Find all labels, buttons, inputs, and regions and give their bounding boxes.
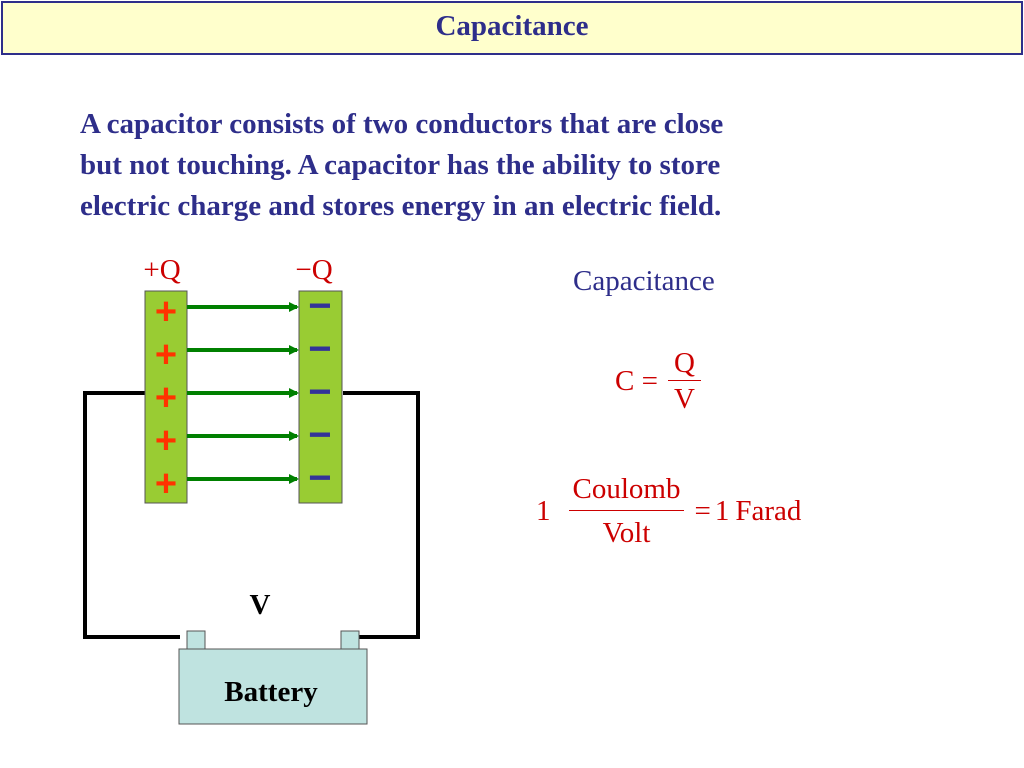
title-bar: Capacitance [1, 1, 1023, 55]
battery-terminal-right [340, 630, 360, 650]
slide-title: Capacitance [435, 9, 589, 42]
circuit-wire-left [83, 391, 180, 639]
positive-charge-sign: + [155, 463, 177, 505]
negative-plate-label: −Q [295, 254, 332, 286]
intro-paragraph: A capacitor consists of two conductors t… [80, 104, 860, 227]
formula-lhs: C = [615, 365, 658, 397]
intro-line: but not touching. A capacitor has the ab… [80, 149, 721, 181]
negative-charge-sign: − [308, 327, 331, 371]
formula-numerator: Q [673, 347, 695, 379]
battery-terminal-left [186, 630, 206, 650]
capacitance-heading: Capacitance [573, 265, 715, 297]
negative-charge-sign: − [308, 413, 331, 457]
intro-line: A capacitor consists of two conductors t… [80, 108, 724, 140]
positive-charge-sign: + [155, 377, 177, 419]
positive-plate [144, 290, 188, 504]
capacitance-formula: C = Q V [615, 346, 701, 417]
battery-label: Battery [224, 676, 318, 708]
negative-charge-sign: − [308, 284, 331, 328]
formula-denominator: V [673, 383, 695, 415]
positive-charge-sign: + [155, 334, 177, 376]
unit-rhs-value: 1 [714, 495, 730, 527]
negative-plate [298, 290, 343, 504]
unit-equals: = [694, 495, 711, 527]
fraction-bar [667, 380, 701, 381]
unit-coefficient: 1 [536, 495, 551, 527]
unit-rhs-name: Farad [735, 495, 802, 527]
unit-fraction: Coulomb Volt [568, 472, 685, 551]
unit-denominator: Volt [602, 517, 651, 549]
formula-fraction: Q V [667, 346, 701, 417]
farad-unit-formula: 1 Coulomb Volt = 1 Farad [536, 472, 801, 551]
battery-body [178, 648, 368, 725]
circuit-wire-right [343, 391, 420, 639]
negative-charge-sign: − [308, 370, 331, 414]
positive-plate-label: +Q [143, 254, 180, 286]
negative-charge-sign: − [308, 456, 331, 500]
intro-line: electric charge and stores energy in an … [80, 190, 722, 222]
fraction-bar [568, 510, 685, 511]
unit-numerator: Coulomb [572, 473, 681, 505]
positive-charge-sign: + [155, 291, 177, 333]
positive-charge-sign: + [155, 420, 177, 462]
voltage-label: V [250, 589, 271, 621]
